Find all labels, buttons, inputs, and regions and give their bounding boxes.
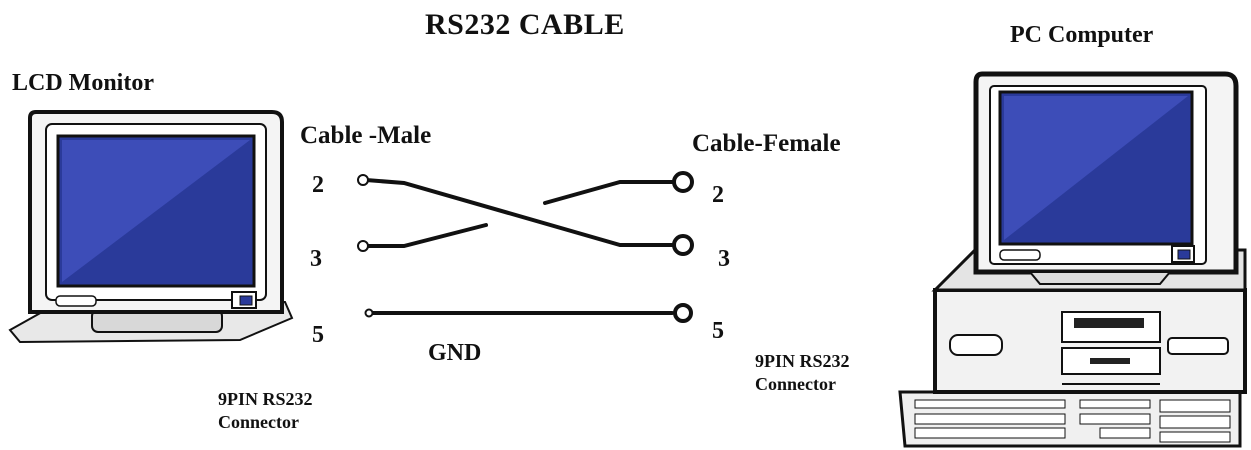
- cable-wires: [364, 178, 674, 315]
- male-pin-2: [357, 174, 369, 186]
- female-pin-3: [672, 234, 694, 256]
- female-pin-2-label: 2: [712, 182, 724, 208]
- male-pin-3: [357, 240, 369, 252]
- female-pin-3-label: 3: [718, 246, 730, 272]
- male-pin-2-label: 2: [312, 172, 324, 198]
- diagram-title: RS232 CABLE: [425, 8, 625, 41]
- female-connector-pins: [672, 171, 694, 323]
- cable-male-label: Cable -Male: [300, 122, 432, 149]
- left-connector-label: 9PIN RS232 Connector: [218, 389, 313, 432]
- wire-2-to-3: [364, 178, 674, 247]
- pc-computer-illustration: [898, 71, 1247, 448]
- male-connector-pins: [357, 174, 374, 318]
- gnd-label: GND: [428, 340, 482, 366]
- wire-3-to-2-left: [364, 223, 488, 248]
- right-connector-label: 9PIN RS232 Connector: [755, 351, 850, 394]
- male-pin-3-label: 3: [310, 246, 322, 272]
- wire-3-to-2-right: [543, 180, 674, 205]
- lcd-monitor-label: LCD Monitor: [12, 70, 154, 96]
- male-pin-5-label: 5: [312, 322, 324, 348]
- lcd-monitor-illustration: [8, 110, 294, 344]
- cable-female-label: Cable-Female: [692, 130, 841, 157]
- male-pin-5: [364, 308, 374, 318]
- female-pin-5: [673, 303, 693, 323]
- female-pin-2: [672, 171, 694, 193]
- pc-computer-label: PC Computer: [1010, 22, 1154, 48]
- female-pin-5-label: 5: [712, 318, 724, 344]
